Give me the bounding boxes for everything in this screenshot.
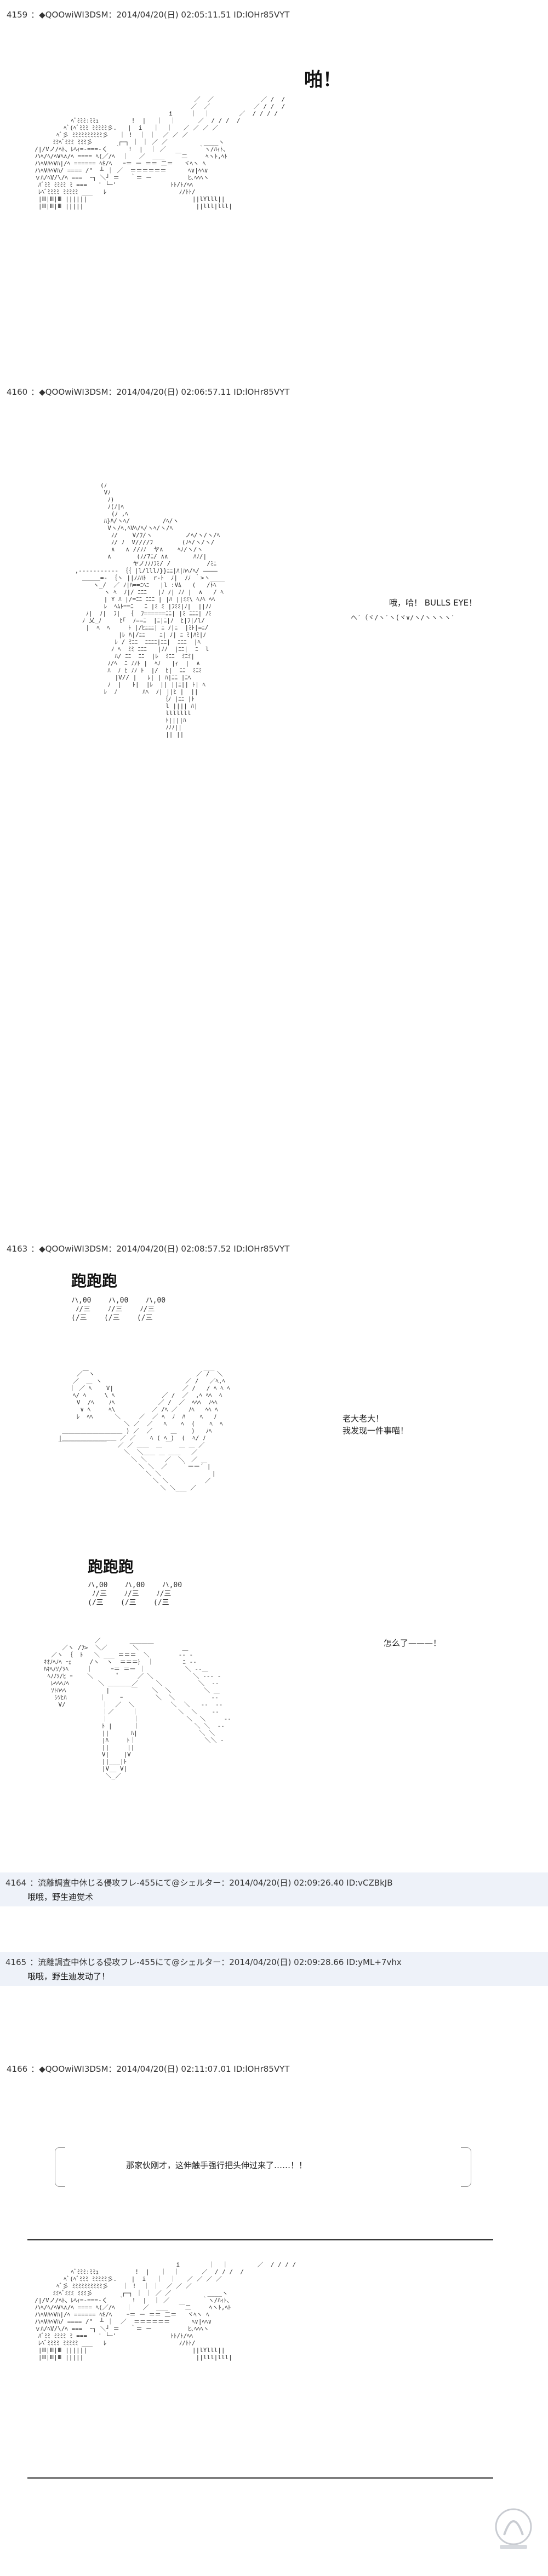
- reply-panel-4164: 4164：流離調査中休じる侵攻フレ-455にて@シェルター：2014/04/20…: [0, 1872, 548, 1906]
- sfx-run-1: 跑跑跑: [71, 1272, 118, 1290]
- dialogue-what: 怎么了———！: [384, 1638, 442, 1648]
- post-header-4165: 4165：流離調査中休じる侵攻フレ-455にて@シェルター：2014/04/20…: [5, 1957, 402, 1967]
- divider-top: [27, 2239, 493, 2240]
- dialogue-final: 那家伙刚才，这伸触手强行把头伸过来了……！！: [126, 2160, 307, 2170]
- sfx-run-2: 跑跑跑: [88, 1558, 134, 1576]
- post-header-4159: 4159：◆QOOwiWI3DSM：2014/04/20(日) 02:05:11…: [7, 10, 290, 20]
- frame-left-brace: [55, 2147, 65, 2187]
- site-watermark-logo: [495, 2508, 532, 2549]
- ascii-art-running-legs-2: ハ,00 ハ,00 ハ,00 ﾉ/三 ﾉ/三 ﾉ/三 (/三 (/三 (/三: [88, 1581, 182, 1607]
- frame-right-brace: [461, 2147, 471, 2187]
- post-header-4166: 4166：◆QOOwiWI3DSM：2014/04/20(日) 02:11:07…: [7, 2064, 290, 2074]
- speech-frame: 那家伙刚才，这伸触手强行把头伸过来了……！！: [55, 2147, 471, 2187]
- ascii-art-cat-with-sword: ___ ／￣ヽ ／ / ＼ ／ ＿ ヽ ／ / ／ﾍ,ﾍ ｜ ／ ﾍ V| ／ …: [58, 1363, 230, 1491]
- ascii-art-running-legs-1: ハ,00 ハ,00 ハ,00 ﾉ/三 ﾉ/三 ﾉ/三 (/三 (/三 (/三: [71, 1296, 166, 1322]
- ascii-art-spinning-character: (ﾉ Vﾉ ﾉ) ﾉ(ﾉ|ﾍ (ﾉ ,ﾍ ﾊ}ﾊ/ヽﾍ/ /ﾍ/ヽ Vヽ/ﾍ,ﾍ…: [75, 482, 225, 738]
- ascii-art-robot-with-spear: ／ ＿＿＿＿ ／ヽ /ﾌ> ＼／ ＼ ＿ ／ヽ ｛ ﾄ ＼ ___ ＝＝＝ ＼ …: [43, 1637, 231, 1779]
- divider-bottom: [27, 2477, 493, 2479]
- post-header-4164: 4164：流離調査中休じる侵攻フレ-455にて@シェルター：2014/04/20…: [5, 1878, 393, 1888]
- reply-body-4164: 哦哦，野生迪觉术: [27, 1892, 94, 1902]
- dialogue-boss: 老大老大！ 我发现一件事喵！: [342, 1414, 409, 1436]
- reply-body-4165: 哦哦，野生迪发动了！: [27, 1972, 110, 1981]
- ascii-art-slash: ／ ／ ／ / / ／ ／ ／ / / / i ｜ ｜ ／ / / / / ﾍﾞ…: [35, 96, 286, 210]
- post-header-4163: 4163：◆QOOwiWI3DSM：2014/04/20(日) 02:08:57…: [7, 1244, 290, 1254]
- ascii-art-sfx-line: へ′（ヾ/ヽ′ヽ(ヾ∨/ヽ/ヽヽヽヽ′: [351, 614, 455, 621]
- post-header-4160: 4160：◆QOOwiWI3DSM：2014/04/20(日) 02:06:57…: [7, 387, 290, 397]
- ascii-art-slash-repeat: i ｜ ｜ ／ / / / / ﾍﾞﾐﾐﾐ:ﾐﾐｪ ! | ｜ ｜ ／ / / …: [35, 2261, 296, 2361]
- reply-panel-4165: 4165：流離調査中休じる侵攻フレ-455にて@シェルター：2014/04/20…: [0, 1952, 548, 1986]
- sfx-pa: 啪！: [304, 69, 341, 91]
- dialogue-bulls-eye: 哦，哈！ BULLS EYE！: [389, 598, 477, 608]
